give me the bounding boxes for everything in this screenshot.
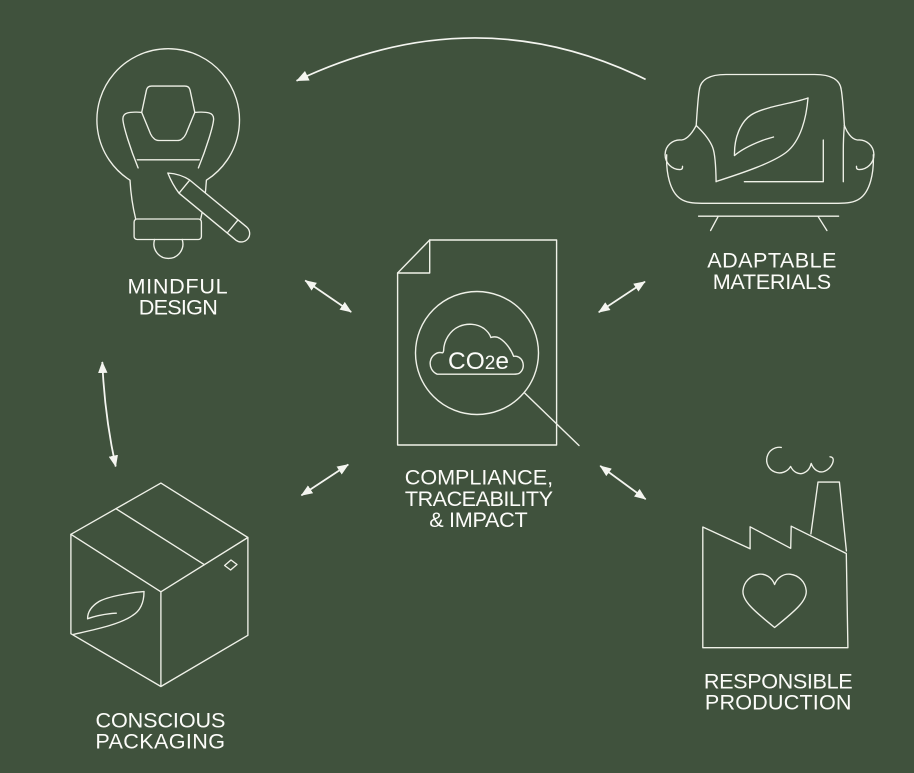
svg-text:MATERIALS: MATERIALS (713, 269, 831, 294)
svg-text:PACKAGING: PACKAGING (95, 728, 225, 753)
svg-text:CO2e: CO2e (448, 348, 509, 375)
svg-text:DESIGN: DESIGN (139, 294, 217, 319)
svg-text:RESPONSIBLE: RESPONSIBLE (704, 669, 852, 694)
svg-text:PRODUCTION: PRODUCTION (705, 689, 852, 714)
svg-text:CONSCIOUS: CONSCIOUS (95, 707, 225, 732)
svg-text:TRACEABILITY: TRACEABILITY (405, 486, 553, 511)
svg-text:& IMPACT: & IMPACT (429, 507, 527, 532)
svg-text:MINDFUL: MINDFUL (127, 273, 228, 298)
svg-text:ADAPTABLE: ADAPTABLE (707, 248, 837, 273)
svg-text:COMPLIANCE,: COMPLIANCE, (405, 465, 553, 490)
